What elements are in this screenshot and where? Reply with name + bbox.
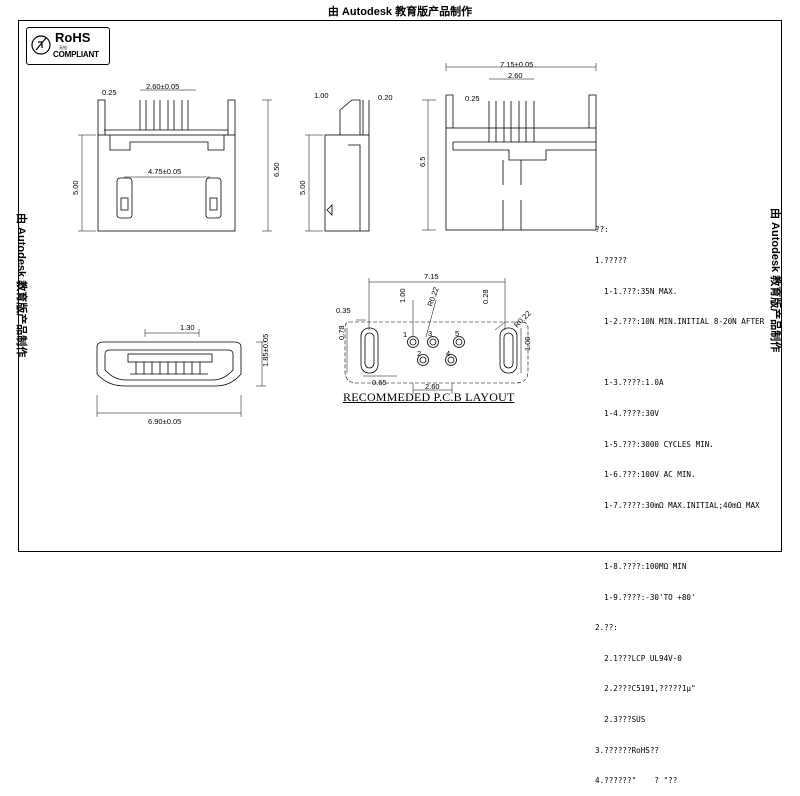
pcb-pad-size-dim: 0.28	[481, 289, 490, 304]
pcb-offset-dim: 0.65	[372, 378, 387, 387]
rohs-leaf-icon	[31, 35, 51, 55]
technical-drawing: 0.25 2.60±0.05 4.75±0.05 5.00 6.50 1.00 …	[71, 60, 597, 426]
rear-view	[422, 63, 597, 231]
watermark-top: 由 Autodesk 教育版产品制作	[327, 6, 473, 18]
pcb-left-gap-dim: 0.35	[336, 306, 351, 315]
pcb-top-dim: 1.00	[398, 288, 407, 303]
bottom-inner-dim: 1.30	[180, 323, 195, 332]
rear-width-dim: 7.15±0.05	[500, 60, 533, 69]
note-line: 1-6.???:100V AC MIN.	[595, 470, 696, 480]
spec-notes: ??: 1.????? 1-1.???:35N MAX. 1-2.???:10N…	[595, 205, 764, 796]
side-view	[305, 99, 370, 232]
rear-height-dim: 6.5	[418, 157, 427, 167]
note-line: 1-7.????:30mΩ MAX.INITIAL;40mΩ MAX	[595, 500, 760, 510]
note-line: 1-9.????:-30'TO +80'	[595, 592, 696, 602]
front-view	[78, 89, 272, 232]
note-line: 1-5.???:3000 CYCLES MIN.	[595, 439, 714, 449]
pcb-radius-a-dim: R0.22	[425, 286, 440, 308]
front-offset-dim: 0.25	[102, 88, 117, 97]
rohs-subtitle: 无铅	[59, 45, 67, 50]
rohs-compliant-label: COMPLIANT	[53, 50, 99, 59]
note-line: 2.1???LCP UL94V-0	[595, 653, 682, 663]
front-spacing-dim: 4.75±0.05	[148, 167, 181, 176]
front-total-height-dim: 6.50	[272, 162, 281, 177]
note-line	[595, 348, 764, 358]
note-line: 1-3.????:1.0A	[595, 378, 664, 388]
pcb-pad-label: 2	[417, 349, 421, 358]
drawing-frame	[18, 20, 782, 552]
pcb-pad-label: 4	[446, 349, 450, 358]
note-line: 4.??????" ? "??	[595, 776, 678, 786]
note-line: 1-1.???:35N MAX.	[595, 286, 678, 296]
pcb-radius-b-dim: R0.22	[512, 309, 533, 330]
note-line: 1-2.???:10N MIN.INITIAL 8-20N AFTER	[595, 317, 765, 327]
note-line: 3.??????RoHS??	[595, 745, 660, 755]
bottom-height-dim: 1.85±0.05	[261, 334, 270, 367]
side-right-dim: 0.20	[378, 93, 393, 102]
pcb-pad-label: 1	[403, 330, 407, 339]
front-height-dim: 5.00	[71, 180, 80, 195]
note-line: 1.?????	[595, 256, 628, 265]
bottom-width-dim: 6.90±0.05	[148, 417, 181, 426]
pcb-right-size-dim: 1.00	[523, 336, 532, 351]
pcb-width-dim: 7.15	[424, 272, 439, 281]
note-line: 1-4.????:30V	[595, 408, 660, 418]
pcb-layout-title: RECOMMEDED P.C.B LAYOUT	[343, 390, 515, 404]
pcb-pitch-dim: 2.60	[425, 382, 440, 391]
note-line: ??:	[595, 225, 609, 235]
front-pitch-dim: 2.60±0.05	[146, 82, 179, 91]
note-line: 2.3???SUS	[595, 714, 646, 724]
note-line: 2.??:	[595, 623, 618, 633]
pcb-pad-label: 3	[428, 329, 432, 338]
rohs-title: RoHS	[55, 30, 91, 45]
rear-offset-dim: 0.25	[465, 94, 480, 103]
side-height-dim: 5.00	[298, 180, 307, 195]
note-line: 2.2???C5191,?????1μ"	[595, 684, 696, 694]
bottom-view	[96, 329, 266, 417]
rohs-badge: RoHS 无铅 COMPLIANT	[26, 27, 110, 65]
rear-pitch-dim: 2.60	[508, 71, 523, 80]
pcb-left-size-dim: 0.78	[337, 325, 346, 340]
note-line	[595, 531, 764, 541]
note-line: 1-8.????:100MΩ MIN	[595, 561, 687, 571]
pcb-layout	[344, 278, 529, 394]
pcb-pad-label: 5	[455, 329, 459, 338]
side-left-dim: 1.00	[314, 91, 329, 100]
